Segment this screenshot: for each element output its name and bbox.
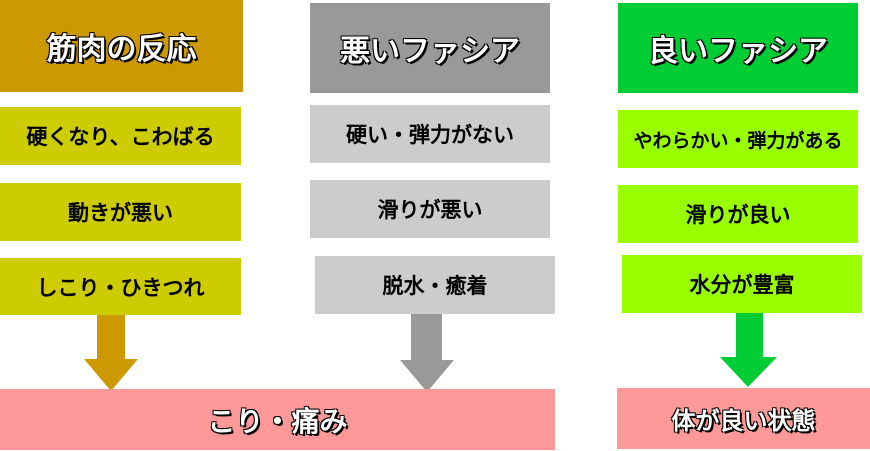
arrow-down-icon [84, 315, 138, 391]
muscle-item-knots: しこり・ひきつれ [0, 258, 241, 315]
arrow-down-icon [720, 313, 777, 387]
arrow-down-icon [400, 314, 454, 392]
bad-fascia-item-poor-glide: 滑りが悪い [310, 180, 550, 238]
good-fascia-item-hydrated: 水分が豊富 [622, 255, 862, 313]
bad-fascia-item-hard: 硬い・弾力がない [310, 105, 550, 163]
bad-fascia-item-dehydration: 脱水・癒着 [315, 256, 555, 314]
muscle-item-poor-movement: 動きが悪い [0, 183, 241, 241]
outcome-stiffness-pain: こり・痛み [0, 389, 555, 450]
outcome-good-condition: 体が良い状態 [617, 388, 870, 449]
good-fascia-item-soft: やわらかい・弾力がある [618, 110, 858, 168]
muscle-reaction-header: 筋肉の反応 [0, 0, 243, 92]
good-fascia-header: 良いファシア [618, 3, 858, 93]
muscle-item-stiff: 硬くなり、こわばる [0, 107, 241, 165]
bad-fascia-header: 悪いファシア [310, 3, 550, 93]
good-fascia-item-good-glide: 滑りが良い [618, 185, 858, 243]
